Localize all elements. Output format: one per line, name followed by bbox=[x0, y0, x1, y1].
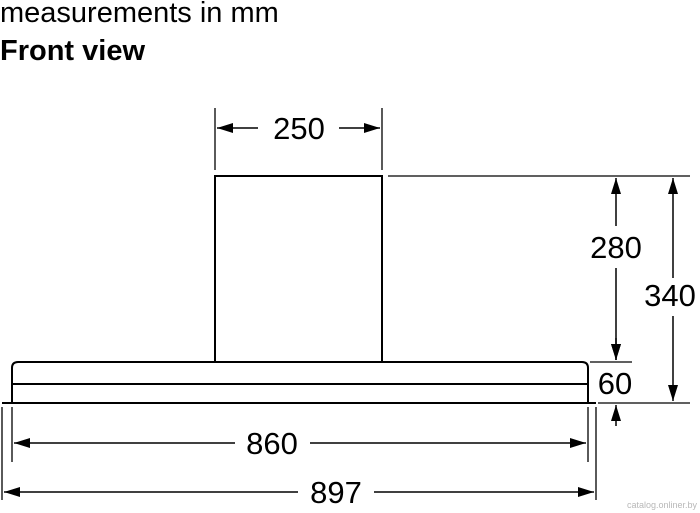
view-title: Front view bbox=[0, 35, 146, 67]
canopy bbox=[11, 361, 589, 403]
label-chimney-height: 280 bbox=[590, 230, 642, 265]
label-inner-width: 860 bbox=[246, 426, 298, 461]
label-total-height: 340 bbox=[644, 278, 696, 313]
label-canopy-height: 60 bbox=[598, 366, 632, 401]
watermark: catalog.onliner.by bbox=[627, 500, 698, 510]
hood-outline bbox=[2, 175, 596, 404]
chimney bbox=[214, 175, 383, 363]
label-total-width: 897 bbox=[310, 475, 362, 510]
units-label: measurements in mm bbox=[0, 0, 279, 29]
extension-lines bbox=[1, 108, 690, 500]
label-chimney-width: 250 bbox=[273, 111, 325, 146]
